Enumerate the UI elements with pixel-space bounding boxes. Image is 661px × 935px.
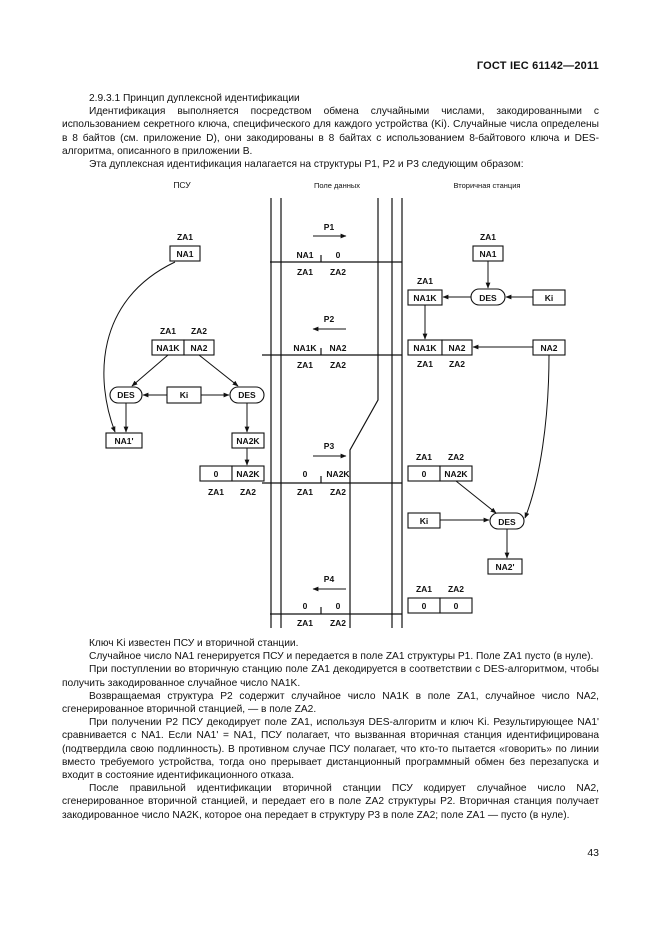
frame-label-p1: P1 [324, 222, 335, 232]
sec-na1k-out-text: NA1K [413, 343, 437, 353]
psu-na1-prime-box [105, 432, 143, 449]
psu-na1-box [169, 245, 201, 262]
column-header-data-field: Поле данных [314, 181, 360, 190]
column-header-psu: ПСУ [173, 180, 191, 190]
section-heading: 2.9.3.1 Принцип дуплексной идентификации [89, 93, 300, 104]
p3-label-za1: ZA1 [297, 487, 313, 497]
sec-na2-prime-text: NA2' [495, 562, 514, 572]
p1-label-za1: ZA1 [297, 267, 313, 277]
frame-label-p2: P2 [324, 314, 335, 324]
psu-na1k-text: NA1K [156, 343, 180, 353]
sec-na2-out-box [441, 339, 473, 356]
intro-section: 2.9.3.1 Принцип дуплексной идентификации… [62, 92, 599, 171]
sec-na1-text: NA1 [479, 249, 496, 259]
body-paragraph-2: Случайное число NA1 генерируется ПСУ и п… [89, 651, 594, 663]
p4-label-za1: ZA1 [297, 618, 313, 628]
psu-za1-label-bottom: ZA1 [208, 487, 224, 497]
p1-field-za2: 0 [336, 250, 341, 260]
body-paragraph-6: После правильной идентификации вторичной… [62, 783, 599, 821]
psu-za2-label-mid: ZA2 [191, 326, 207, 336]
sec-ki-bottom-text: Ki [420, 516, 429, 526]
sec-na2-out-text: NA2 [448, 343, 465, 353]
frame-label-p3: P3 [324, 441, 335, 451]
p1-label-za2: ZA2 [330, 267, 346, 277]
psu-na2k-text: NA2K [236, 436, 260, 446]
sec-za2-label-5: ZA2 [448, 584, 464, 594]
sec-za1-label-5: ZA1 [416, 584, 432, 594]
p4-field-za2: 0 [336, 601, 341, 611]
intro-paragraph-1: Идентификация выполняется посредством об… [62, 106, 599, 157]
sec-za2-label-4: ZA2 [448, 452, 464, 462]
p3-field-za2: NA2K [326, 469, 350, 479]
body-paragraph-1: Ключ Ki известен ПСУ и вторичной станции… [89, 638, 299, 649]
sec-za1-label-top: ZA1 [480, 232, 496, 242]
p2-label-za2: ZA2 [330, 360, 346, 370]
sec-na1k-text: NA1K [413, 293, 437, 303]
psu-zero-text: 0 [214, 469, 219, 479]
body-paragraph-5: При получении P2 ПСУ декодирует поле ZA1… [62, 717, 599, 782]
psu-za2-label-bottom: ZA2 [240, 487, 256, 497]
psu-na1-prime-text: NA1' [114, 436, 133, 446]
sec-des-top-text: DES [479, 293, 497, 303]
p3-label-za2: ZA2 [330, 487, 346, 497]
sec-na2k-in-text: NA2K [444, 469, 468, 479]
intro-paragraph-2: Эта дуплексная идентификация налагается … [89, 159, 524, 171]
sec-za2-label-3: ZA2 [449, 359, 465, 369]
psu-na2k-out-box [231, 465, 265, 482]
sec-za1-label-3: ZA1 [417, 359, 433, 369]
psu-na2k-out-text: NA2K [236, 469, 260, 479]
page-number: 43 [587, 847, 599, 859]
psu-za1-label-top: ZA1 [177, 232, 193, 242]
p2-field-za1: NA1K [293, 343, 317, 353]
psu-na2k-box [231, 432, 265, 449]
sec-ki-top-text: Ki [545, 293, 554, 303]
p1-field-za1: NA1 [296, 250, 313, 260]
body-paragraph-4: Возвращаемая структура P2 содержит случа… [62, 690, 599, 716]
sec-za1-label-4: ZA1 [416, 452, 432, 462]
psu-za1-label-mid: ZA1 [160, 326, 176, 336]
sec-za1-label-2: ZA1 [417, 276, 433, 286]
sec-na2-prime-box [487, 558, 523, 575]
sec-des-bottom-text: DES [498, 517, 516, 527]
psu-na2-text: NA2 [190, 343, 207, 353]
psu-des-right-text: DES [238, 390, 256, 400]
body-section: Ключ Ki известен ПСУ и вторичной станции… [62, 637, 599, 822]
psu-des-left-text: DES [117, 390, 135, 400]
p3-field-za1: 0 [303, 469, 308, 479]
p2-label-za1: ZA1 [297, 360, 313, 370]
psu-ki-text: Ki [180, 390, 189, 400]
sec-zero-text: 0 [422, 469, 427, 479]
sec-na2-text: NA2 [540, 343, 557, 353]
sec-zero-box-p4-za2 [439, 597, 473, 614]
p2-field-za2: NA2 [329, 343, 346, 353]
document-code: ГОСТ IEC 61142—2011 [476, 60, 599, 72]
psu-na1-text: NA1 [176, 249, 193, 259]
column-header-secondary-station: Вторичная станция [454, 181, 521, 190]
body-paragraph-3: При поступлении во вторичную станцию пол… [62, 664, 599, 689]
sec-zero-p4-za1-text: 0 [422, 601, 427, 611]
p4-label-za2: ZA2 [330, 618, 346, 628]
sec-zero-p4-za2-text: 0 [454, 601, 459, 611]
p4-field-za1: 0 [303, 601, 308, 611]
frame-label-p4: P4 [324, 574, 335, 584]
